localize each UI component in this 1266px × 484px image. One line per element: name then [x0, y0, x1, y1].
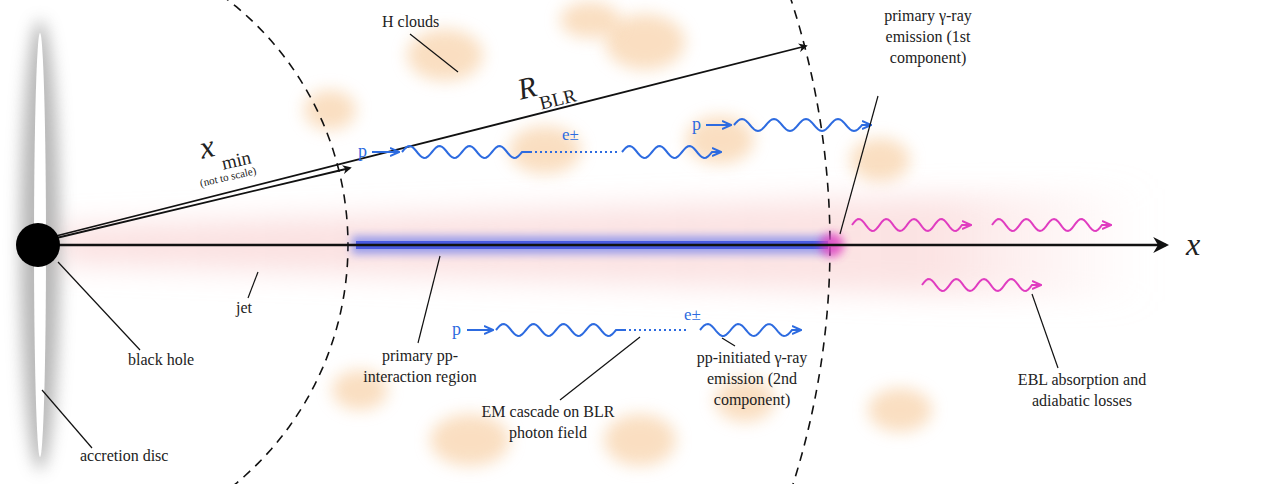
h-cloud [430, 414, 510, 466]
part-label: jet [236, 298, 252, 319]
drawing [16, 0, 1166, 484]
radius-subscript: BLR [537, 83, 579, 116]
part-label: accretion disc [80, 446, 168, 467]
h-cloud [407, 29, 483, 81]
distance-symbol: x [195, 125, 218, 169]
inner-blr-boundary [221, 0, 348, 484]
h-cloud [560, 2, 620, 38]
gamma-ray-wave [700, 324, 800, 336]
proton-arrow [706, 124, 730, 126]
leader-line [42, 390, 92, 448]
leader-line [560, 337, 640, 400]
r-blr-arrow [48, 46, 806, 238]
leader-line [58, 262, 140, 350]
process-label: EBL absorption and adiabatic losses [992, 370, 1172, 412]
gamma-ray-wave [496, 324, 624, 336]
leader-line [410, 34, 458, 72]
leader-line [418, 256, 440, 343]
h-cloud [304, 90, 356, 130]
h-cloud [604, 414, 676, 466]
leader-line [722, 338, 735, 346]
particle-label: e± [562, 124, 579, 146]
leader-line [1032, 294, 1058, 368]
x-axis [50, 244, 1166, 246]
component-label: pp-initiated γ-ray emission (2nd compone… [677, 348, 827, 410]
pair-track [624, 329, 686, 331]
region-label: H clouds [382, 12, 439, 33]
process-label: EM cascade on BLR photon field [478, 402, 618, 444]
component-label: primary γ-ray emission (1st component) [867, 6, 989, 68]
h-cloud [868, 388, 932, 432]
part-label: black hole [128, 350, 194, 371]
gamma-ray-wave [622, 146, 720, 158]
black-hole [16, 223, 60, 267]
leader-line [840, 96, 878, 234]
proton-arrow [372, 151, 398, 153]
escaping-gamma-wave [992, 219, 1110, 231]
axis-label: x [1186, 224, 1200, 266]
particle-label: p [452, 318, 461, 341]
region-label: primary pp-interaction region [352, 346, 488, 388]
escaping-gamma-wave [852, 219, 970, 231]
particle-label: p [692, 113, 701, 136]
proton-arrow [467, 329, 492, 331]
particle-label: e± [684, 304, 701, 326]
h-cloud [850, 138, 910, 182]
particle-label: p [358, 140, 367, 163]
escaping-gamma-wave [922, 279, 1040, 291]
pair-track [530, 151, 618, 153]
gamma-ray-wave [402, 146, 530, 158]
gamma-ray-wave [734, 119, 870, 131]
radius-symbol: R [513, 66, 540, 108]
leader-line [248, 272, 258, 298]
